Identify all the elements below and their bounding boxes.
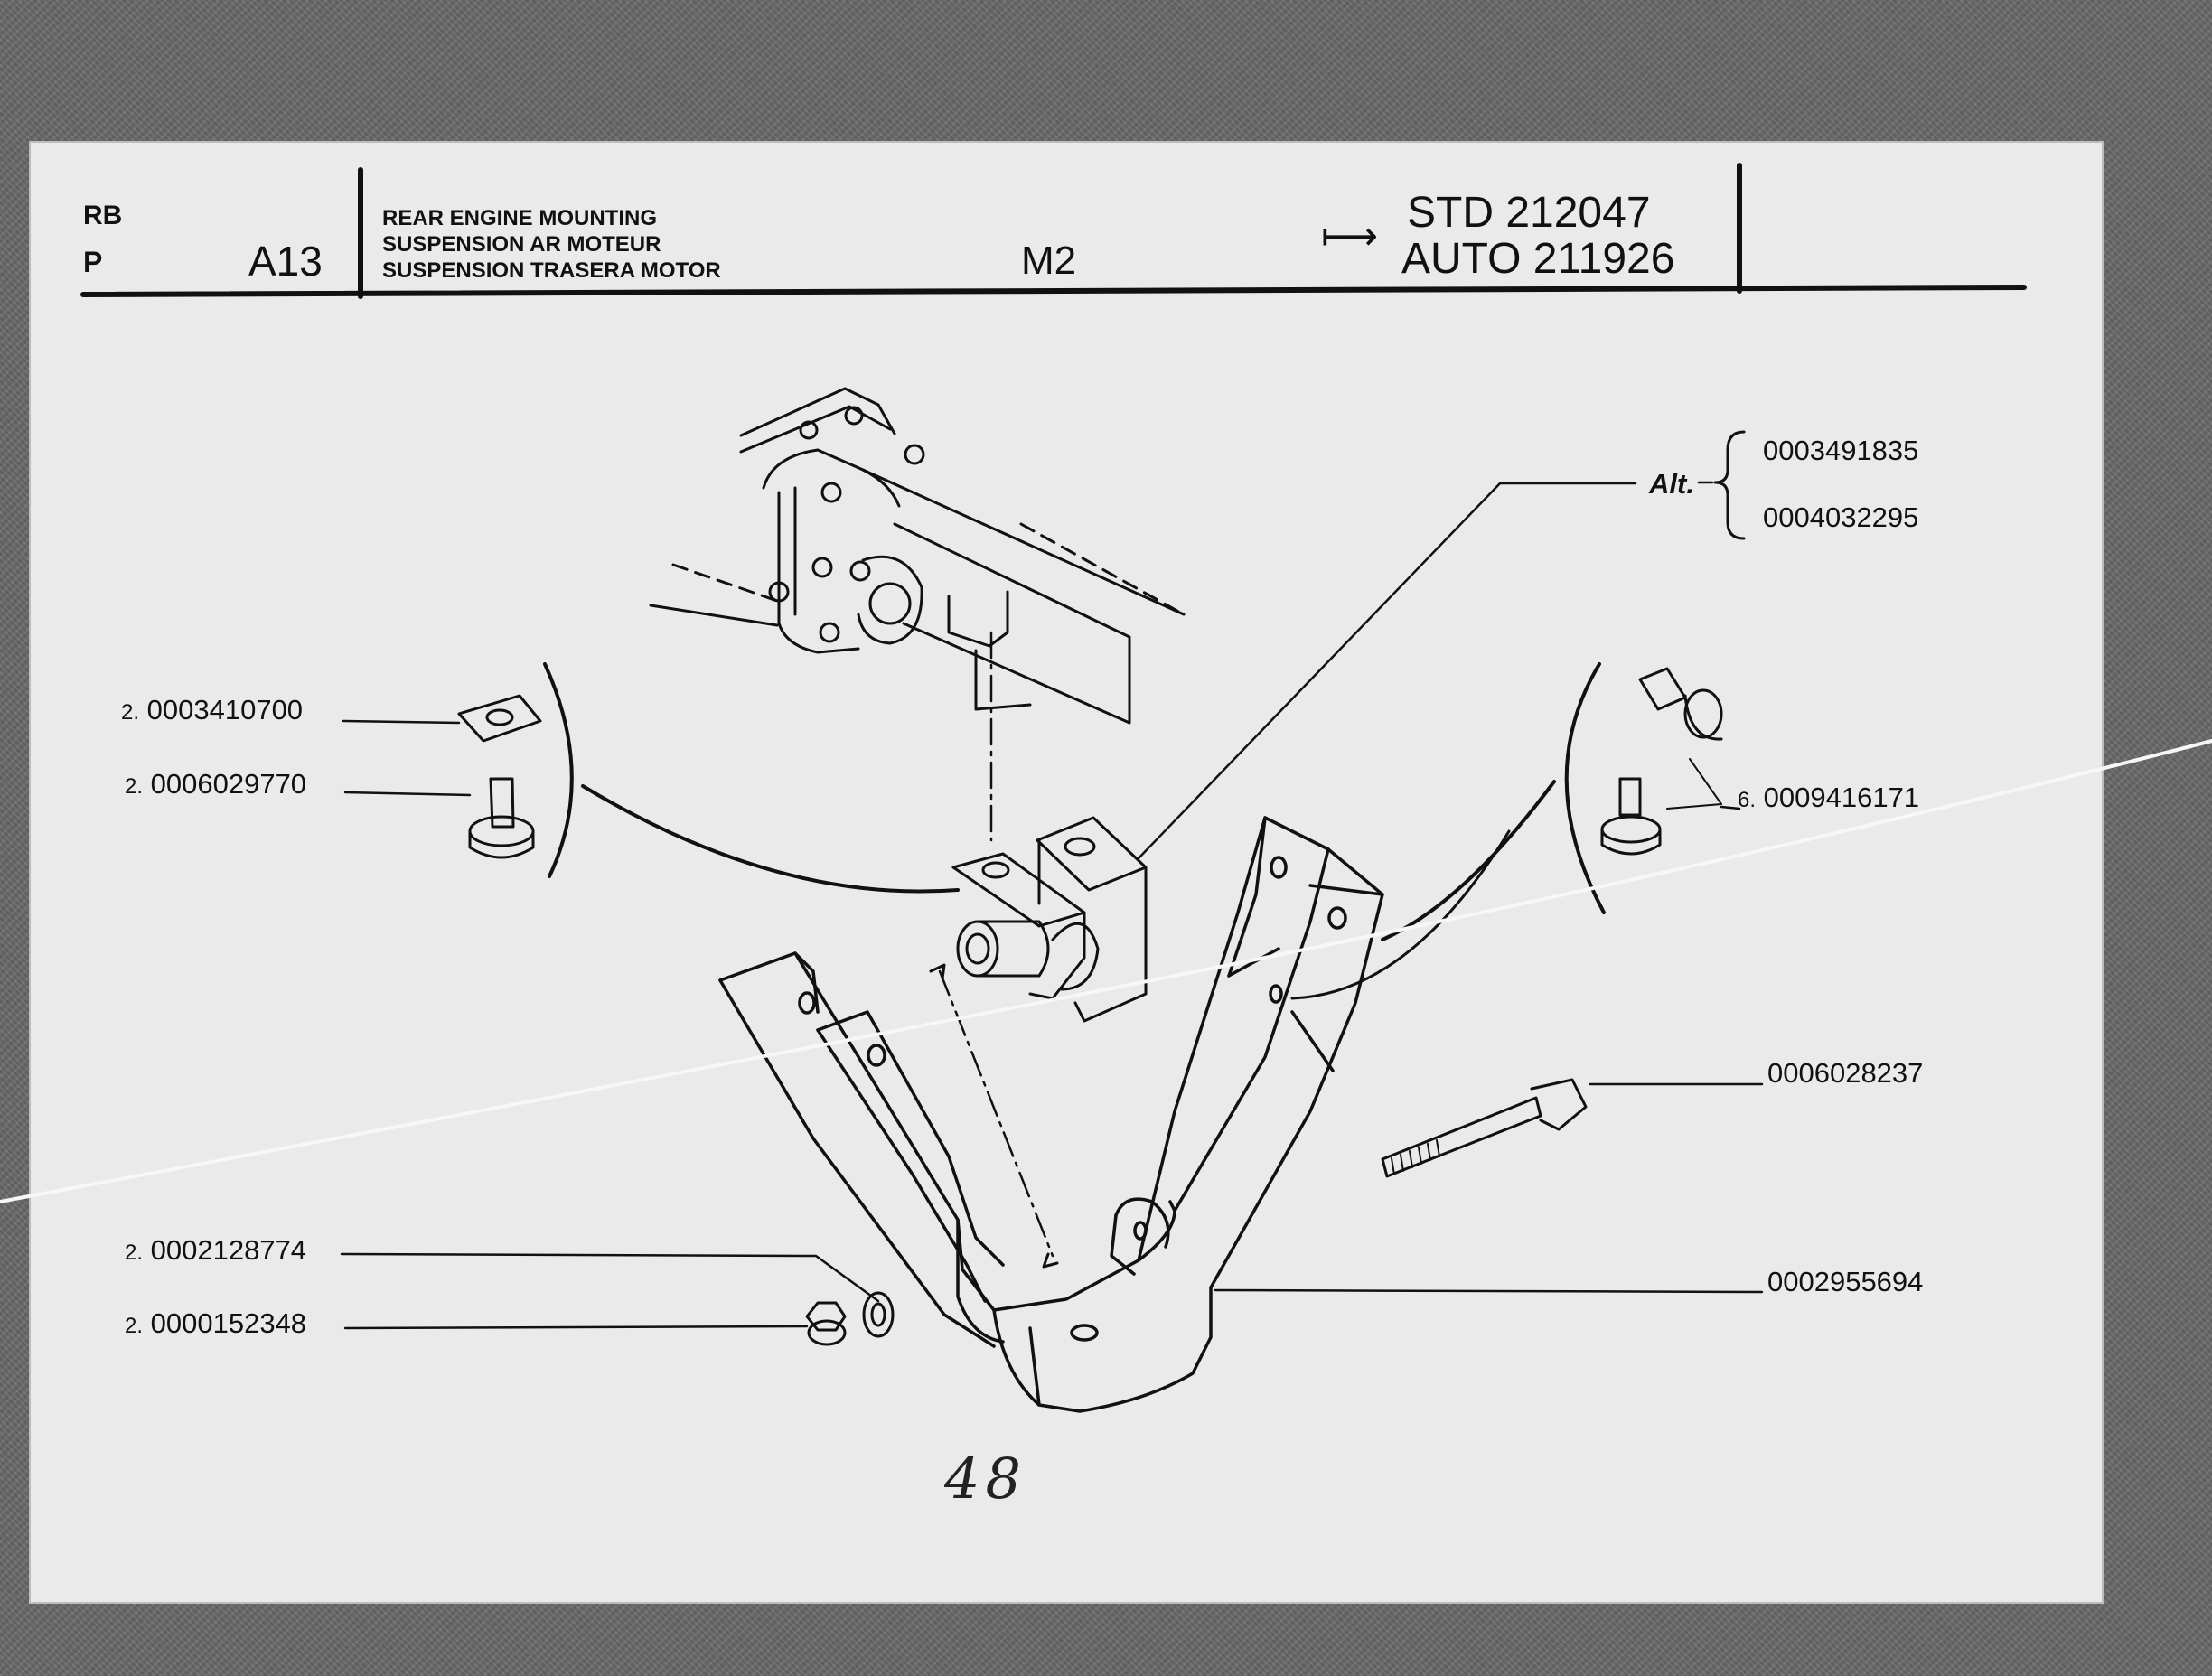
part-label-0006028237: 0006028237	[1767, 1057, 1923, 1090]
model-code: M2	[1021, 239, 1077, 283]
part-number: 0000152348	[150, 1307, 307, 1339]
title-en: REAR ENGINE MOUNTING	[382, 206, 658, 230]
part-qty: 2.	[125, 774, 144, 799]
alt-number-1: 0003491835	[1763, 435, 1919, 466]
part-label-0003410700: 2. 0003410700	[121, 694, 303, 726]
part-label-0006029770: 2. 0006029770	[125, 768, 306, 801]
part-qty: 2.	[125, 1241, 144, 1265]
alt-bracket	[1713, 430, 1746, 540]
connector-curve-left	[581, 784, 960, 894]
square-plate-hole	[485, 708, 514, 726]
title-fr: SUSPENSION AR MOTEUR	[382, 232, 661, 257]
handwritten-page-number: 48	[944, 1446, 1026, 1512]
scan-crease	[0, 739, 2212, 1203]
title-es: SUSPENSION TRASERA MOTOR	[382, 258, 721, 283]
part-number: 0009416171	[1763, 782, 1920, 813]
part-label-0002128774: 2. 0002128774	[125, 1234, 306, 1267]
flange-bolt-left-drawing	[468, 777, 535, 859]
alt-number-2: 0004032295	[1763, 501, 1919, 533]
bolt-group-leader	[1666, 803, 1722, 810]
square-plate-drawing	[457, 694, 542, 743]
serial-arrow: ⟼	[1321, 214, 1379, 258]
part-number: 0006028237	[1767, 1057, 1924, 1089]
part-qty: 6.	[1738, 788, 1757, 812]
part-qty: 2.	[125, 1314, 144, 1338]
long-bolt-drawing	[1381, 1078, 1588, 1178]
lang-code-rb: RB	[83, 201, 123, 230]
leader-lines	[340, 481, 1764, 1330]
lang-code-p: P	[83, 246, 103, 278]
part-label-0002955694: 0002955694	[1767, 1266, 1923, 1298]
connector-curve-right-lower	[1290, 829, 1511, 1000]
part-number: 0006029770	[150, 768, 307, 800]
serial-auto: AUTO 211926	[1401, 235, 1675, 283]
parts-catalog-sheet	[31, 143, 2102, 1602]
part-label-0009416171: 6. 0009416171	[1738, 782, 1919, 814]
bolt-group-leader	[1689, 758, 1722, 805]
detail-arc-right	[1564, 662, 1606, 914]
washer-nut-drawing	[805, 1291, 895, 1346]
guide-arrow-head	[929, 963, 946, 980]
engine-mount-block-drawing	[951, 816, 1148, 1023]
guide-arrow-head	[1042, 1252, 1059, 1269]
part-qty: 2.	[121, 700, 140, 725]
part-number: 0003410700	[146, 694, 304, 726]
part-number: 0002128774	[150, 1234, 307, 1266]
serial-std: STD 212047	[1407, 189, 1651, 237]
engine-block-drawing	[649, 387, 1186, 725]
header-rule	[80, 285, 2027, 297]
section-code: A13	[248, 238, 323, 285]
detail-arc-left	[543, 662, 574, 878]
part-number: 0002955694	[1767, 1266, 1924, 1297]
part-label-0000152348: 2. 0000152348	[125, 1307, 306, 1340]
alt-label: Alt.	[1649, 468, 1694, 500]
crossmember-bracket-drawing	[718, 816, 1384, 1413]
flange-bolt-right-drawing	[1600, 667, 1723, 856]
